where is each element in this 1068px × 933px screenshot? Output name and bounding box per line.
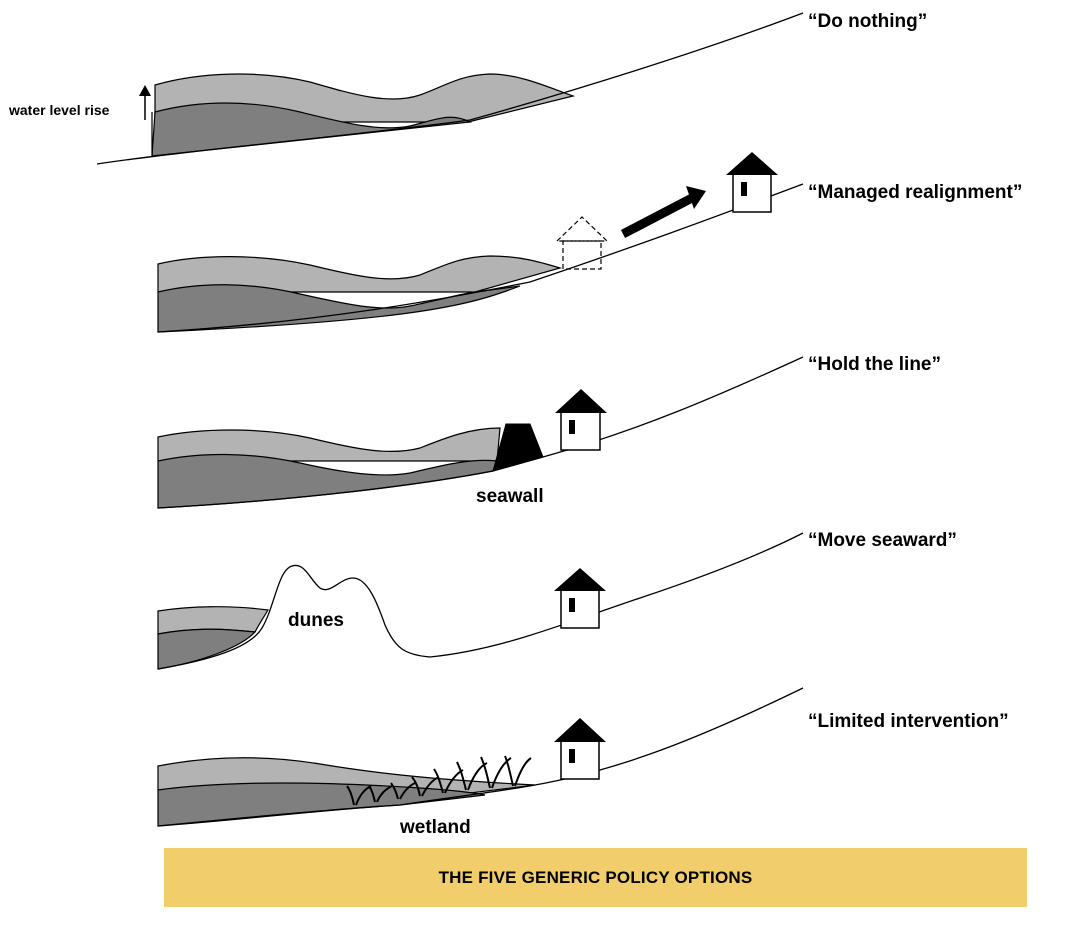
panel-limited-intervention bbox=[157, 687, 804, 827]
sea-light-layer bbox=[157, 255, 563, 293]
option-label-managed-realignment: “Managed realignment” bbox=[808, 182, 1023, 203]
panel-hold-the-line bbox=[157, 356, 804, 509]
option-label-move-seaward: “Move seaward” bbox=[808, 530, 957, 551]
sea-dark-layer bbox=[157, 453, 498, 509]
water-level-rise-label: water level rise bbox=[9, 102, 110, 118]
ground-line bbox=[96, 12, 804, 165]
option-label-limited-intervention: “Limited intervention” bbox=[808, 711, 1009, 732]
option-label-do-nothing: “Do nothing” bbox=[808, 11, 928, 32]
sea-dark-layer bbox=[157, 284, 521, 333]
old-house-outline bbox=[555, 216, 609, 270]
house bbox=[554, 568, 606, 629]
option-label-hold-the-line: “Hold the line” bbox=[808, 354, 941, 375]
seawall-label: seawall bbox=[476, 486, 544, 507]
house bbox=[726, 152, 778, 213]
ground-line bbox=[157, 183, 804, 333]
house bbox=[554, 718, 606, 780]
footer-title: THE FIVE GENERIC POLICY OPTIONS bbox=[438, 867, 753, 887]
wetland-label: wetland bbox=[400, 817, 471, 838]
house bbox=[555, 389, 607, 451]
panel-move-seaward bbox=[157, 532, 804, 670]
sea-dark-layer bbox=[157, 628, 257, 670]
sea-light-layer bbox=[157, 427, 501, 462]
ground-line bbox=[157, 356, 804, 509]
ground-line bbox=[157, 687, 804, 827]
sea-dark-layer bbox=[151, 102, 473, 157]
panel-do-nothing bbox=[96, 12, 804, 165]
water-level-arrow bbox=[139, 85, 151, 120]
dunes-label: dunes bbox=[288, 610, 344, 631]
relocation-arrow bbox=[620, 186, 706, 238]
dunes-ground-line bbox=[157, 532, 804, 670]
panel-managed-realignment bbox=[157, 152, 804, 333]
wetland-grass bbox=[346, 755, 532, 806]
footer-banner: THE FIVE GENERIC POLICY OPTIONS bbox=[164, 848, 1027, 907]
